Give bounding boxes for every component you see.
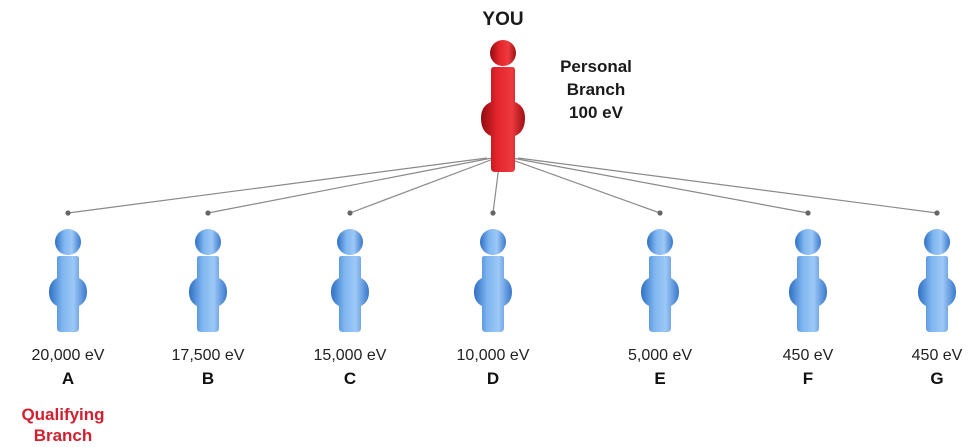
connector-dot-b bbox=[205, 210, 211, 216]
branch-value-g: 450 eV bbox=[912, 347, 963, 364]
connector-line-b bbox=[207, 157, 493, 214]
connector-line-a bbox=[67, 157, 488, 214]
you-figure: YOU Personal Branch 100 eV bbox=[481, 9, 632, 172]
branch-value-e: 5,000 eV bbox=[628, 347, 692, 364]
connector-line-c bbox=[349, 157, 497, 214]
branch-letter-f: F bbox=[803, 369, 813, 388]
blue-person-icon bbox=[789, 229, 827, 332]
branch-value-d: 10,000 eV bbox=[457, 347, 530, 364]
connector-line-e bbox=[506, 157, 661, 214]
blue-person-icon bbox=[189, 229, 227, 332]
you-label: YOU bbox=[482, 9, 523, 30]
connector-dot-e bbox=[657, 210, 663, 216]
red-person-icon bbox=[481, 40, 525, 172]
branch-letter-d: D bbox=[487, 369, 499, 388]
connector-dot-a bbox=[65, 210, 71, 216]
qualifying-branch-line-1: Qualifying bbox=[21, 405, 104, 424]
connector-dot-f bbox=[805, 210, 811, 216]
branch-letter-b: B bbox=[202, 369, 214, 388]
blue-person-icon bbox=[331, 229, 369, 332]
blue-person-icon bbox=[641, 229, 679, 332]
connector-dot-c bbox=[347, 210, 353, 216]
connector-line-g bbox=[517, 157, 938, 214]
connector-lines bbox=[65, 157, 940, 216]
connector-line-f bbox=[511, 157, 809, 214]
personal-branch-line-1: Personal bbox=[560, 57, 632, 76]
branch-value-f: 450 eV bbox=[783, 347, 834, 364]
branch-letter-g: G bbox=[930, 369, 943, 388]
branch-value-a: 20,000 eV bbox=[32, 347, 105, 364]
blue-person-icon bbox=[918, 229, 956, 332]
branch-letter-a: A bbox=[62, 369, 74, 388]
personal-branch-line-2: Branch bbox=[567, 80, 626, 99]
branch-letter-e: E bbox=[654, 369, 665, 388]
branch-figures: 20,000 eV A 17,500 eV B 15,000 eV C 10,000 eV D… bbox=[32, 229, 963, 388]
branch-value-b: 17,500 eV bbox=[172, 347, 245, 364]
branch-value-c: 15,000 eV bbox=[314, 347, 387, 364]
branch-letter-c: C bbox=[344, 369, 356, 388]
connector-dot-d bbox=[490, 210, 496, 216]
personal-branch-line-3: 100 eV bbox=[569, 103, 624, 122]
blue-person-icon bbox=[49, 229, 87, 332]
qualifying-branch-line-2: Branch bbox=[34, 426, 93, 445]
blue-person-icon bbox=[474, 229, 512, 332]
connector-dot-g bbox=[934, 210, 940, 216]
